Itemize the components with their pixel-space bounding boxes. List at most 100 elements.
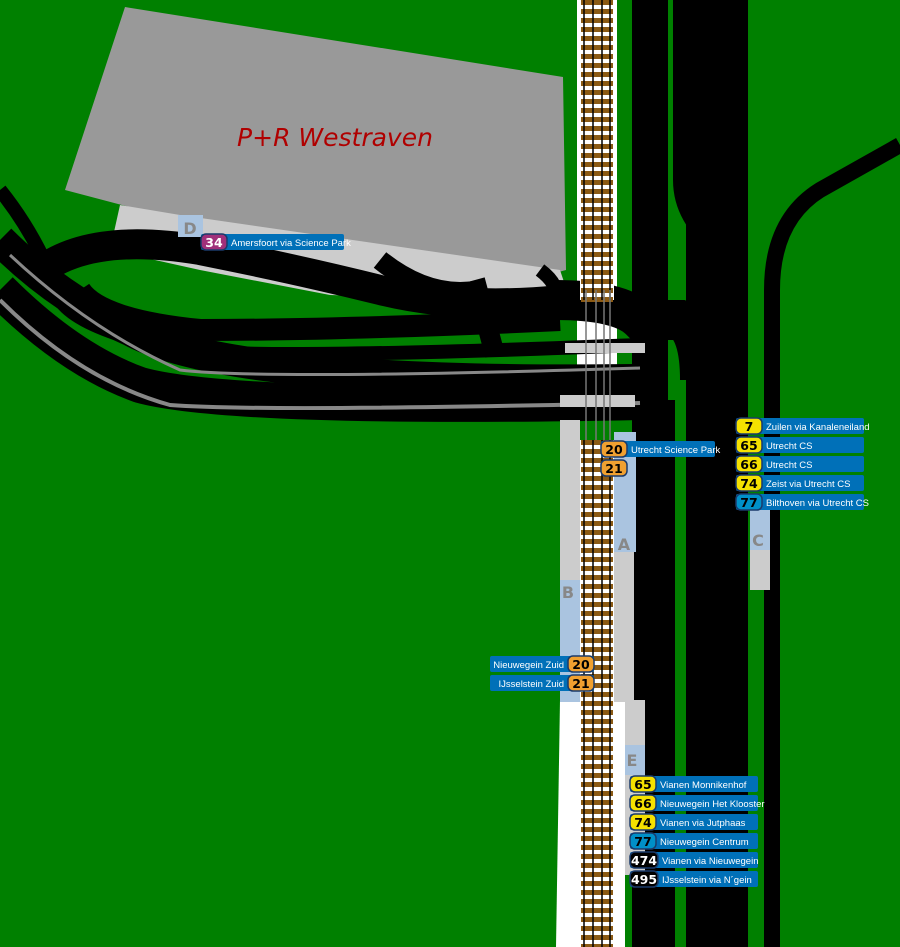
rail-sleeper xyxy=(581,207,613,212)
rail-sleeper xyxy=(581,90,613,95)
rail-sleeper xyxy=(581,548,613,553)
rail-sleeper xyxy=(581,54,613,59)
rail-sleeper xyxy=(581,917,613,922)
route-number: 7 xyxy=(745,419,754,434)
rail-sleeper xyxy=(581,593,613,598)
rail-sleeper xyxy=(581,908,613,913)
rail-sleeper xyxy=(581,288,613,293)
route-number-badge xyxy=(629,851,659,869)
rail-sleeper xyxy=(581,935,613,940)
route-number: 21 xyxy=(572,676,589,691)
white-area xyxy=(0,320,560,947)
route-number: 66 xyxy=(634,796,652,811)
route-number-badge xyxy=(567,674,595,692)
destination-bar xyxy=(201,234,344,250)
rail-sleeper xyxy=(581,45,613,50)
map-title: P+R Westraven xyxy=(237,123,433,152)
route-number-badge xyxy=(629,775,657,793)
rail-sleeper xyxy=(581,108,613,113)
destination-bar xyxy=(630,852,758,868)
destination-bar xyxy=(630,795,758,811)
destination-label: Zuilen via Kanaleneiland xyxy=(766,422,870,433)
rail-sleeper xyxy=(581,764,613,769)
route-sign[interactable]: Bilthoven via Utrecht CS 77 xyxy=(735,493,869,511)
rail-sleeper xyxy=(581,234,613,239)
rail-sleeper xyxy=(581,18,613,23)
platform-e-letter: E xyxy=(627,751,638,770)
destination-label: IJsselstein via N´gein xyxy=(662,875,752,886)
rail-sleeper xyxy=(581,710,613,715)
rail-sleeper xyxy=(581,737,613,742)
platform-b-letter: B xyxy=(562,583,574,602)
destination-label: Amersfoort via Science Park xyxy=(231,238,351,249)
route-number-badge xyxy=(629,794,657,812)
rail-sleeper xyxy=(581,189,613,194)
rail-sleeper xyxy=(581,854,613,859)
destination-label: Utrecht CS xyxy=(766,441,812,452)
destination-label: Nieuwegein Zuid xyxy=(493,660,564,671)
rail-sleeper xyxy=(581,126,613,131)
route-sign[interactable]: IJsselstein Zuid 21 xyxy=(490,674,595,692)
route-number: 20 xyxy=(605,442,623,457)
rail-sleeper xyxy=(581,216,613,221)
destination-bar xyxy=(736,418,864,434)
rail-sleeper xyxy=(581,620,613,625)
destination-label: Utrecht Science Park xyxy=(631,445,720,456)
rail-sleeper xyxy=(581,719,613,724)
road-edge xyxy=(8,253,641,377)
destination-label: IJsselstein Zuid xyxy=(499,679,564,690)
rail-sleeper xyxy=(581,773,613,778)
route-sign[interactable]: Utrecht Science Park 20 xyxy=(600,440,720,458)
destination-label: Bilthoven via Utrecht CS xyxy=(766,498,869,509)
route-number-badge xyxy=(735,417,763,435)
rail-sleeper xyxy=(581,153,613,158)
railway-track xyxy=(580,0,614,947)
rail-sleeper xyxy=(581,0,613,5)
rail-sleeper xyxy=(581,836,613,841)
rail-sleeper xyxy=(581,99,613,104)
bus-area-d xyxy=(110,205,570,300)
route-number: 20 xyxy=(572,657,590,672)
rail-sleeper xyxy=(581,144,613,149)
rail-sleeper xyxy=(581,890,613,895)
rail-sleeper xyxy=(581,476,613,481)
rail-sleeper xyxy=(581,440,613,445)
platform-a-letter: A xyxy=(618,535,631,554)
route-sign[interactable]: 21 xyxy=(600,459,628,477)
rail-sleeper xyxy=(581,800,613,805)
rail-sleeper xyxy=(581,72,613,77)
destination-bar xyxy=(630,814,758,830)
destination-bar xyxy=(630,776,758,792)
rail-sleeper xyxy=(581,611,613,616)
platform-e-marker xyxy=(625,745,645,775)
route-sign[interactable]: Nieuwegein Zuid 20 xyxy=(490,655,595,673)
route-number: 74 xyxy=(634,815,652,830)
route-sign[interactable]: Zuilen via Kanaleneiland 7 xyxy=(735,417,870,435)
route-number-badge xyxy=(629,832,657,850)
route-number-badge xyxy=(629,870,659,888)
rail-sleeper xyxy=(581,458,613,463)
route-number: 74 xyxy=(740,476,758,491)
rail-sleeper xyxy=(581,755,613,760)
rail-sleeper xyxy=(581,827,613,832)
rail-sleeper xyxy=(581,117,613,122)
rail-sleeper xyxy=(581,198,613,203)
road-edge-2 xyxy=(0,298,641,411)
rail-sleeper xyxy=(581,872,613,877)
rail-sleeper xyxy=(581,647,613,652)
route-number: 77 xyxy=(740,495,757,510)
destination-bar xyxy=(736,437,864,453)
destination-bar xyxy=(736,475,864,491)
destination-bar xyxy=(736,494,864,510)
rail-sleeper xyxy=(581,791,613,796)
